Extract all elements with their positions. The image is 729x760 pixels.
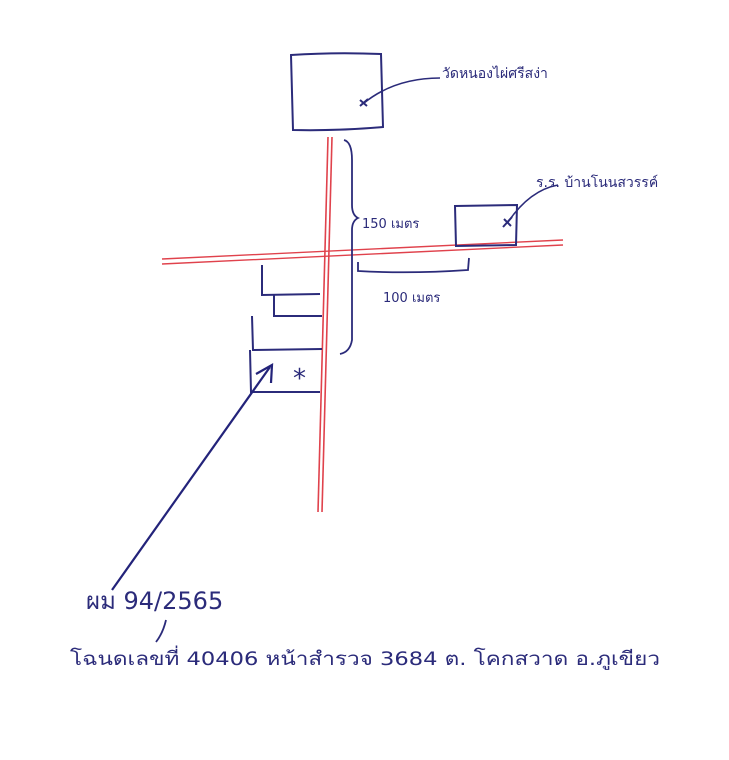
temple-label: วัดหนองไผ่ศรีสง่า <box>442 65 548 82</box>
vertical-road-line-1 <box>317 136 329 513</box>
horizontal-road-line-2 <box>161 244 564 265</box>
location-description: โฉนดเลขที่ 40406 หน้าสำรวจ 3684 ต. โคกสว… <box>70 645 660 670</box>
building-third <box>251 315 323 352</box>
vertical-distance-label: 150 เมตร <box>362 217 419 232</box>
horizontal-distance-bracket <box>357 257 470 274</box>
building-second <box>273 294 322 317</box>
case-number: ผม 94/2565 <box>86 587 223 615</box>
vertical-distance-brace <box>339 139 361 355</box>
temple-leader-line <box>363 77 441 104</box>
temple-building <box>289 52 385 132</box>
location-arrowhead <box>255 363 274 384</box>
location-marker: * <box>293 364 306 394</box>
building-top <box>261 265 321 297</box>
horizontal-distance-label: 100 เมตร <box>383 291 440 306</box>
case-number-tick <box>155 619 167 643</box>
horizontal-road-line-1 <box>161 239 564 260</box>
school-leader-line <box>507 184 559 223</box>
vertical-road-line-2 <box>321 136 333 513</box>
school-label: ร.ร. บ้านโนนสวรรค์ <box>536 174 658 191</box>
school-building <box>453 203 519 248</box>
location-arrow-line <box>111 366 271 591</box>
